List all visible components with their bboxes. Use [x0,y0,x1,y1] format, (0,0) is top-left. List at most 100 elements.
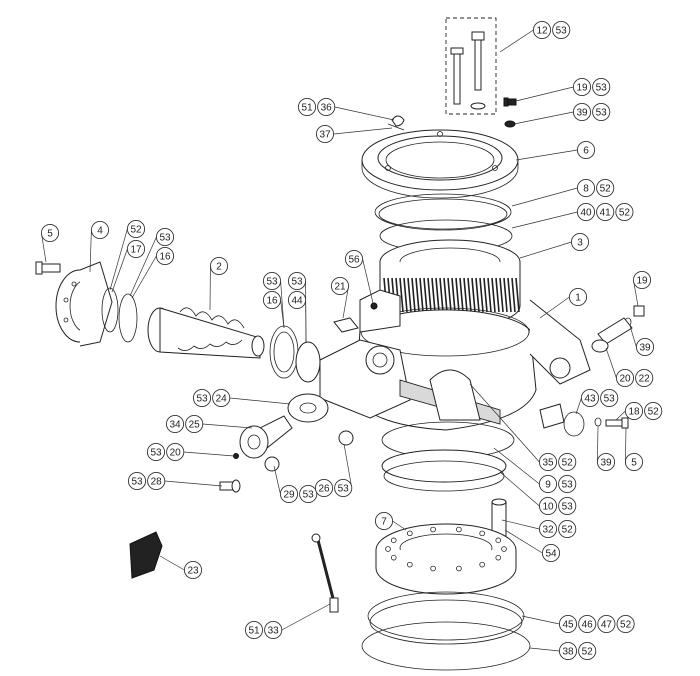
callout-bubble [558,474,577,494]
part-23 [129,531,163,579]
leader-line [605,347,617,379]
leader-line [281,603,331,631]
callout-bubble [264,620,283,640]
callout-bubble [244,620,264,640]
callout-39: 39 [596,425,616,472]
leader-line [159,555,185,571]
callout-number: 44 [291,296,303,307]
pin-assembly-20 [591,305,645,353]
leader-line [202,423,253,429]
callout-bubble [558,641,578,661]
callout-number: 52 [562,458,574,469]
leader-line [511,211,578,229]
callout-bubble [262,271,282,291]
callout-bubble [374,511,394,531]
callout-bubble [334,478,353,498]
callout-52: 52 [109,219,146,291]
callout-bubble [166,442,185,462]
leader-line [229,397,291,405]
leader-line [501,519,540,530]
leader-line [89,229,92,273]
callout-56: 56 [344,249,374,304]
callout-bubble [616,614,635,634]
callout-number: 53 [266,277,278,288]
callout-bubble [615,368,635,388]
callout-bubble [635,337,655,357]
callout-number: 54 [545,549,557,560]
fitting-56 [370,302,378,310]
screw-20 [233,453,239,459]
callout-number: 24 [216,394,228,405]
callout-number: 53 [596,108,608,119]
leader-line [539,296,570,319]
callout-number: 1 [575,293,581,304]
callout-number: 36 [321,103,333,114]
callout-bubble [580,388,600,408]
callout-bubble [578,614,597,634]
callout-number: 17 [130,245,142,256]
callout-21: 21 [330,276,350,319]
callout-bubble [578,641,597,661]
callout-number: 53 [291,277,303,288]
callout-number: 29 [283,490,295,501]
callout-number: 53 [303,490,315,501]
callout-number: 7 [381,517,387,528]
leader-line [280,299,285,329]
callout-number: 8 [583,184,589,195]
leader-line [519,241,572,259]
leader-line [343,443,353,489]
callout-number: 19 [576,83,588,94]
callout-number: 53 [150,448,162,459]
callout-bubble [615,202,634,222]
callout-bubble [287,290,307,310]
leader-line [273,465,281,495]
plate-21 [333,317,359,333]
callout-bubble [597,614,616,634]
callout-bubble [538,519,558,539]
callout-bubble [127,471,147,491]
callout-number: 52 [620,620,632,631]
callout-53: 53 [262,271,285,329]
callout-number: 52 [130,225,142,236]
callout-number: 37 [319,130,331,141]
callout-number: 45 [562,620,574,631]
callout-bubble [314,478,334,498]
callout-number: 52 [562,525,574,536]
callout-bubble [90,220,110,240]
callout-number: 21 [334,282,346,293]
callout-5: 5 [624,427,644,472]
callout-number: 53 [562,480,574,491]
seal-17 [101,287,119,333]
ring-44 [295,341,321,383]
callout-16: 16 [262,290,285,329]
bolt-5-left [35,261,61,275]
seal-ring-38 [361,621,531,671]
callout-bubble [538,452,558,472]
callout-bubble [568,287,588,307]
callout-17: 17 [111,239,146,293]
leader-line [529,647,560,652]
washer-39-top [504,120,516,128]
callout-bubble [192,388,212,408]
callout-number: 53 [604,394,616,405]
callout-bubble [209,256,229,276]
callout-number: 23 [187,566,199,577]
clip-36 [391,115,405,127]
bearing-ring-7 [375,523,517,595]
leader-line [515,86,574,102]
callout-3: 3 [519,232,590,259]
callout-bubble [552,20,571,40]
callout-bubble [183,560,203,580]
callout-bubble [297,97,317,117]
callout-number: 53 [159,233,171,244]
